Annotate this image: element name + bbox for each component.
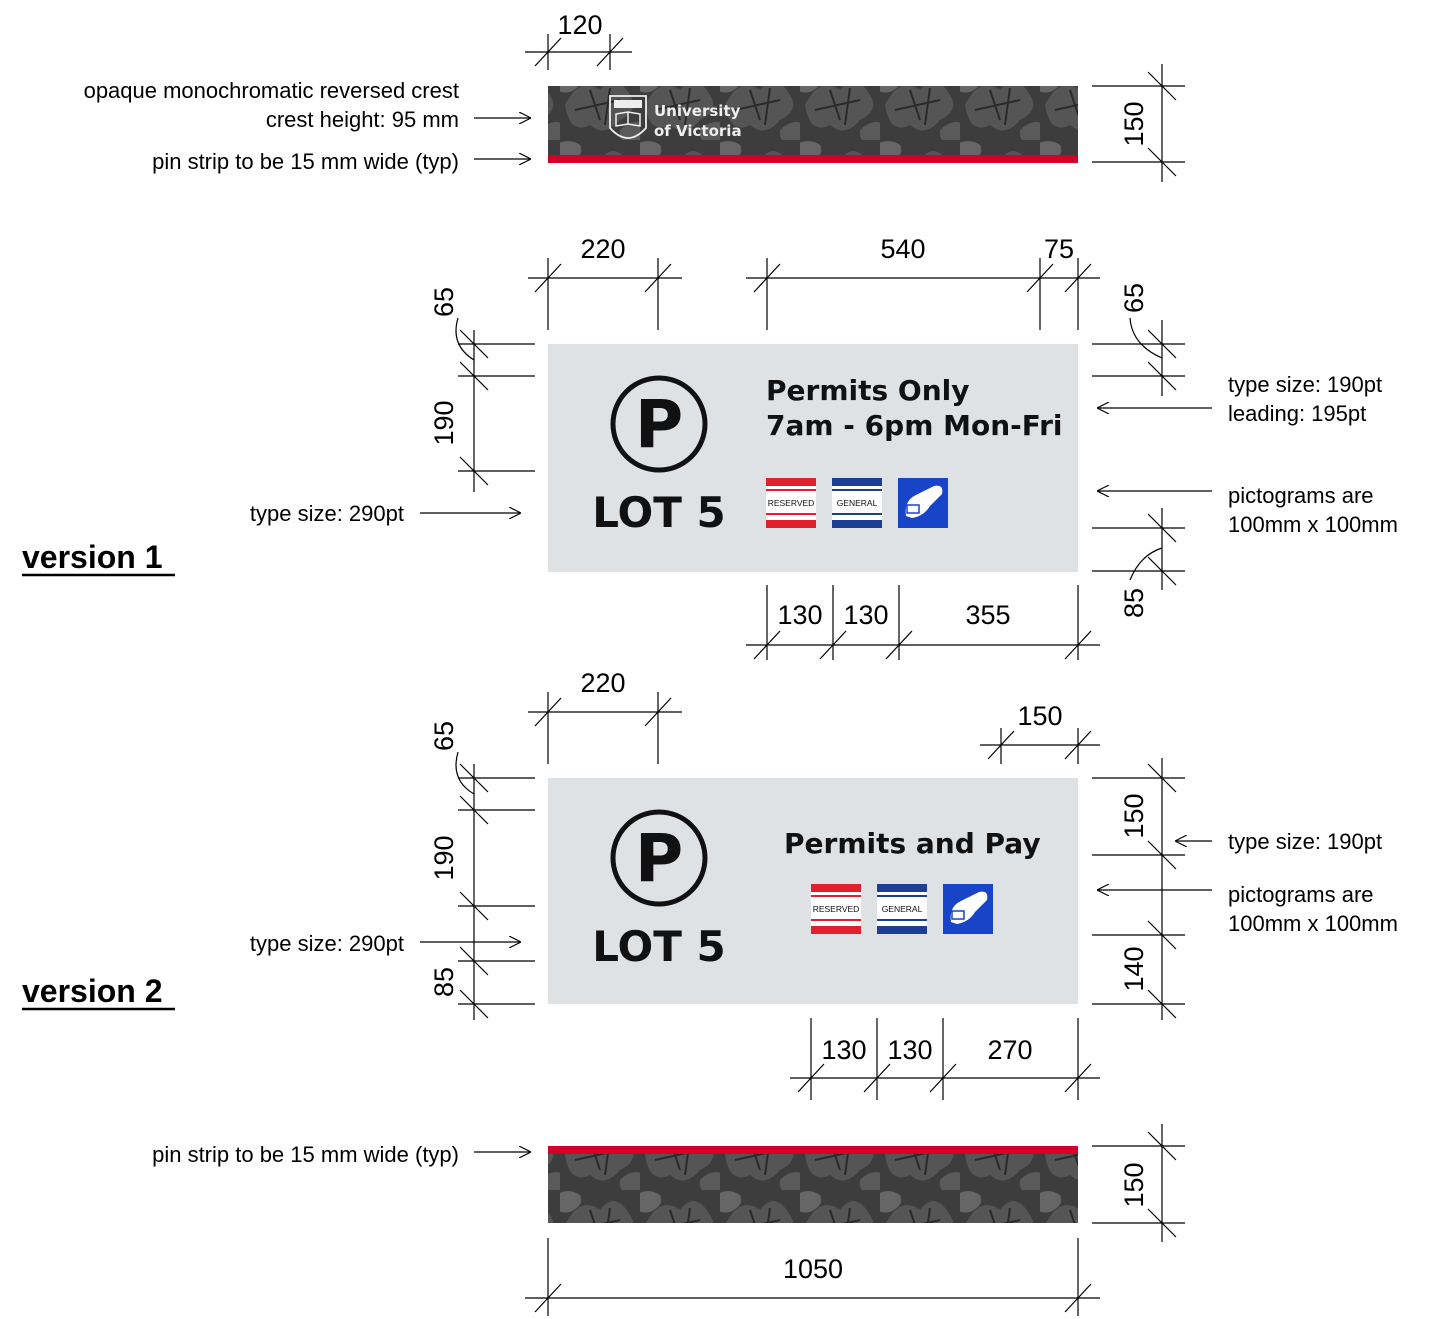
v1-note-type-copy-1: type size: 190pt [1228, 372, 1382, 397]
bottom-band-panel [548, 1146, 1078, 1223]
pictogram-label: GENERAL [837, 498, 878, 508]
v2-dim-right [1092, 758, 1185, 1020]
dim-label: 130 [843, 600, 888, 630]
pictogram-label: RESERVED [813, 904, 860, 914]
reserved-pictogram: RESERVED [766, 478, 816, 528]
pictogram-label: GENERAL [882, 904, 923, 914]
parking-icon: P [610, 809, 708, 907]
dim-crest-offset [525, 34, 632, 70]
v2-note-pictos-1: pictograms are [1228, 882, 1374, 907]
top-band: University of Victoria opaque monochroma… [84, 10, 1185, 182]
note-pin-strip: pin strip to be 15 mm wide (typ) [152, 149, 459, 174]
v1-note-pictos-1: pictograms are [1228, 483, 1374, 508]
note-crest: opaque monochromatic reversed crest [84, 78, 459, 103]
pay-hand-icon [943, 884, 993, 934]
logo-line-1: University [654, 102, 741, 120]
v2-note-pictos-2: 100mm x 100mm [1228, 911, 1398, 936]
dim-label: 130 [887, 1035, 932, 1065]
dim-label: 130 [821, 1035, 866, 1065]
general-pictogram: GENERAL [877, 884, 927, 934]
version2-drawing: P LOT 5 Permits and Pay RESERVED GENERAL… [22, 668, 1398, 1100]
pay-hand-icon [898, 478, 948, 528]
pictogram-label: RESERVED [768, 498, 815, 508]
dim-label: 85 [429, 967, 459, 997]
dim-label: 220 [580, 668, 625, 698]
dim-label: 150 [1119, 793, 1149, 838]
v2-dim-bottom [790, 1018, 1100, 1100]
v2-note-type-main: type size: 290pt [250, 931, 404, 956]
dim-top-height [1092, 64, 1185, 182]
dim-total-width [525, 1238, 1100, 1316]
dim-label: 540 [880, 234, 925, 264]
dim-label: 355 [965, 600, 1010, 630]
dim-label: 150 [1119, 101, 1149, 146]
svg-text:P: P [635, 820, 683, 897]
v1-note-pictos-2: 100mm x 100mm [1228, 512, 1398, 537]
bottom-band: pin strip to be 15 mm wide (typ) 150 105… [152, 1124, 1185, 1316]
dim-label: 1050 [783, 1254, 843, 1284]
dim-label: 220 [580, 234, 625, 264]
v1-lot-label: LOT 5 [592, 488, 725, 537]
top-band-panel [548, 86, 1078, 163]
v2-dim-left [455, 751, 535, 1020]
dim-label: 140 [1119, 946, 1149, 991]
version1-drawing: P LOT 5 Permits Only 7am - 6pm Mon-Fri R… [22, 234, 1398, 660]
parking-icon: P [610, 375, 708, 473]
v1-dim-right [1092, 317, 1185, 590]
general-pictogram: GENERAL [832, 478, 882, 528]
v2-dim-top [528, 692, 1100, 764]
logo-line-2: of Victoria [654, 122, 742, 140]
dim-label: 190 [429, 835, 459, 880]
dim-label: 190 [429, 400, 459, 445]
v1-dim-left [455, 317, 535, 492]
dim-label: 65 [429, 721, 459, 751]
v1-sign-line-1: Permits Only [766, 374, 969, 407]
top-pin-strip [548, 155, 1078, 163]
v1-dim-top [528, 258, 1100, 330]
v1-sign-line-2: 7am - 6pm Mon-Fri [766, 409, 1063, 442]
dim-label: 120 [557, 10, 602, 40]
bottom-pin-strip [548, 1146, 1078, 1154]
v1-version-label: version 1 [22, 539, 163, 575]
v2-note-type-copy: type size: 190pt [1228, 829, 1382, 854]
crest-icon [609, 95, 647, 139]
v1-note-type-copy-2: leading: 195pt [1228, 401, 1366, 426]
reserved-pictogram: RESERVED [811, 884, 861, 934]
note-crest-height: crest height: 95 mm [266, 107, 459, 132]
dim-label: 65 [1119, 283, 1149, 313]
v2-sign-line-1: Permits and Pay [784, 827, 1041, 860]
dim-label: 270 [987, 1035, 1032, 1065]
v1-note-type-main: type size: 290pt [250, 501, 404, 526]
svg-text:P: P [635, 386, 683, 463]
dim-label: 85 [1119, 588, 1149, 618]
note-pin-strip-bottom: pin strip to be 15 mm wide (typ) [152, 1142, 459, 1167]
v2-lot-label: LOT 5 [592, 922, 725, 971]
dim-bottom-height [1092, 1124, 1185, 1242]
v1-dim-bottom [746, 585, 1100, 660]
v2-version-label: version 2 [22, 973, 163, 1009]
dim-label: 75 [1044, 234, 1074, 264]
dim-label: 150 [1119, 1162, 1149, 1207]
dim-label: 150 [1017, 701, 1062, 731]
dim-label: 130 [777, 600, 822, 630]
dim-label: 65 [429, 287, 459, 317]
